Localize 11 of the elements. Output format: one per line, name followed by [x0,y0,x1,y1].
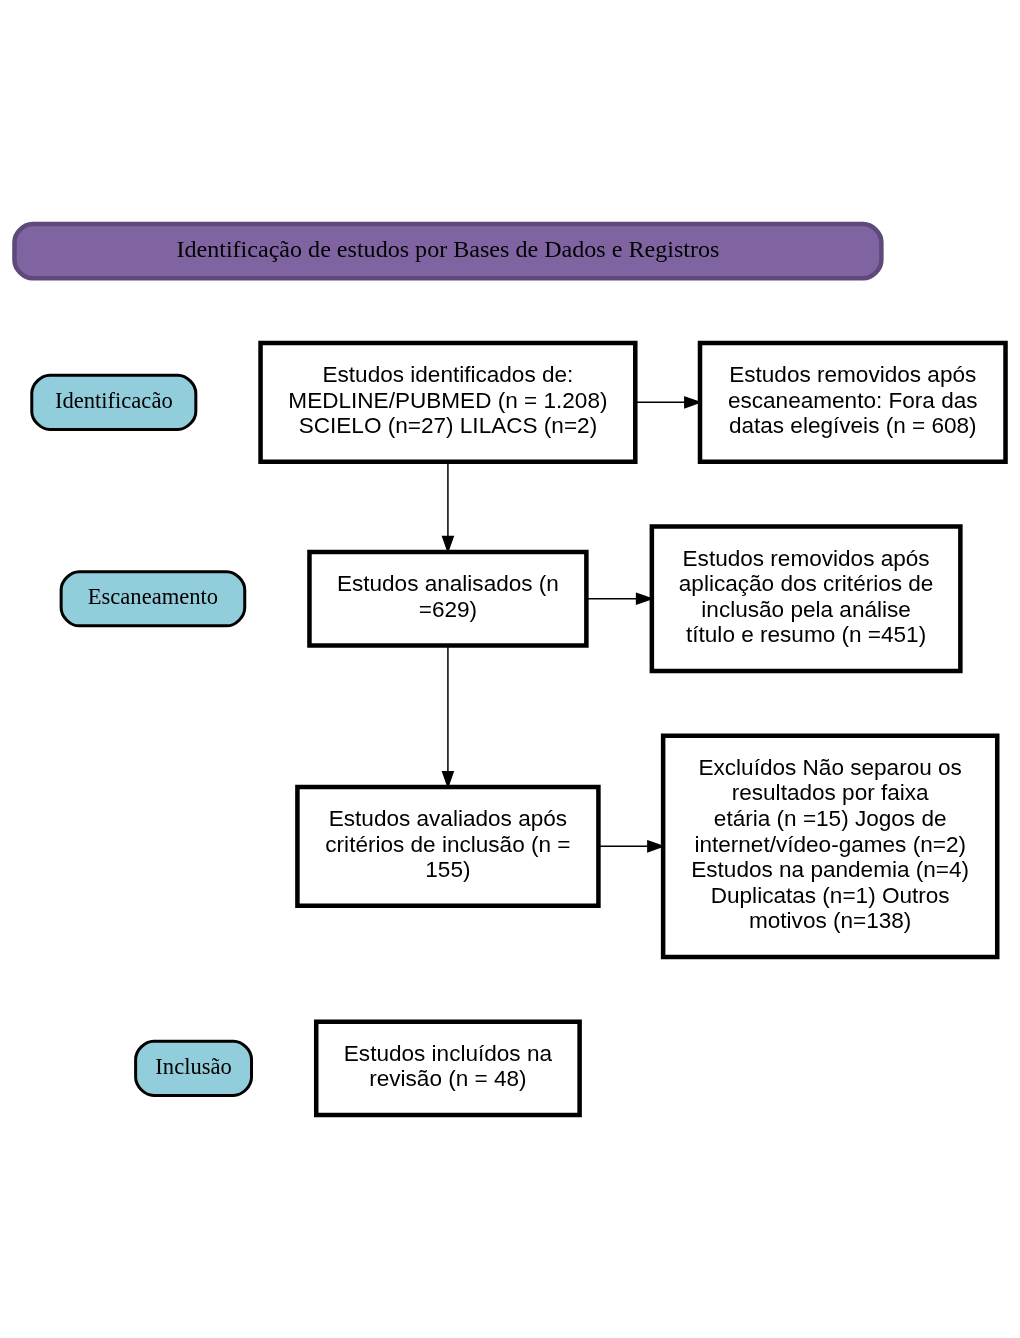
node-box: Estudos identificados de: MEDLINE/PUBMED (n = 1.208) SCIELO (n=27) LILACS (n=2) [258,340,638,464]
node-box: Identificacão [30,373,198,431]
node-box: Excluídos Não separou os resultados por faixa etária (n =15) Jogos de internet/vídeo-games (n=2) Estudos na pandemia (n=4) Duplicatas (n=1) Outros motivos (n=138) [660,732,1000,959]
node-box: Estudos removidos após escaneamento: Fora das datas elegíveis (n = 608) [697,340,1008,464]
node-box: Estudos incluídos na revisão (n = 48) [313,1018,582,1117]
node-box: Escaneamento [59,569,247,627]
node-box: Identificação de estudos por Bases de Dados e Registros [12,221,884,280]
node-box: Estudos avaliados após critérios de inclusão (n = 155) [295,784,601,908]
node-box: Estudos removidos após aplicação dos critérios de inclusão pela análise título e resumo (n =451) [649,523,963,673]
node-box: Estudos analisados (n =629) [307,549,589,648]
node-box: Inclusão [134,1039,254,1097]
